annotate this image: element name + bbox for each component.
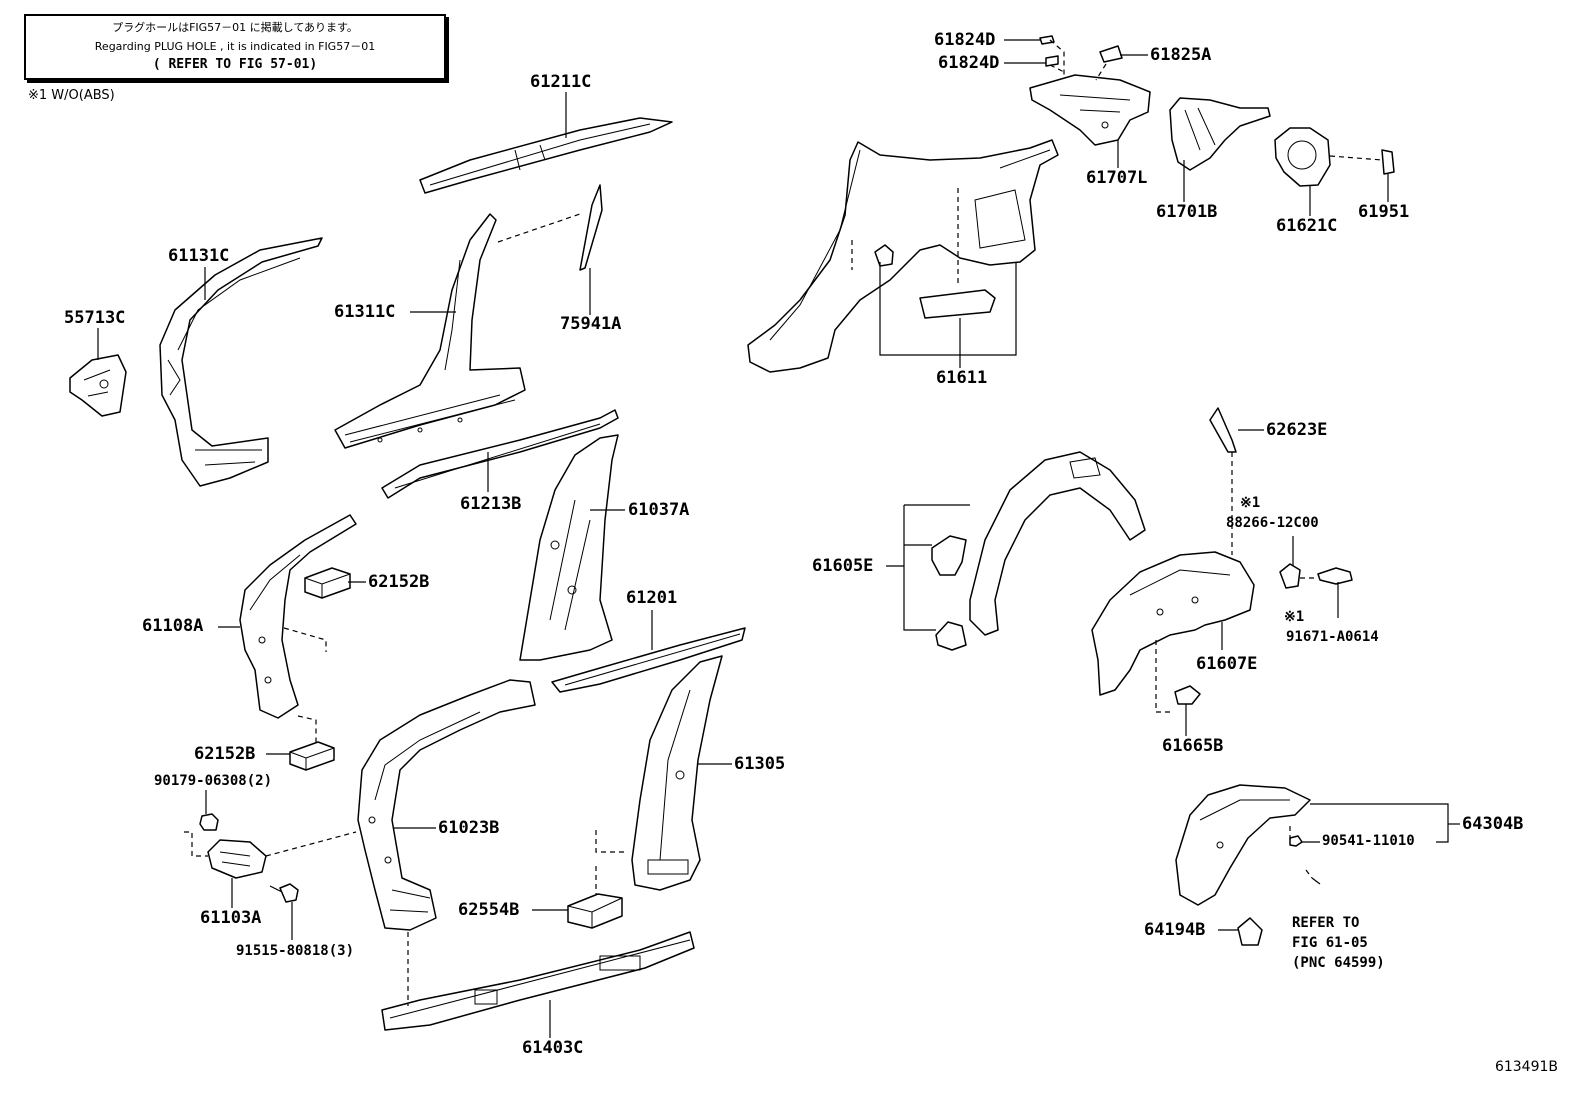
part-61213b-rail (381, 409, 619, 499)
reference-note-box: プラグホールはFIG57－01 に掲載してあります。 Regarding PLU… (24, 14, 446, 80)
part-61605e-bracket-1 (931, 535, 967, 576)
label-61305[interactable]: 61305 (734, 754, 786, 774)
label-61825a[interactable]: 61825A (1150, 45, 1212, 65)
label-75941a[interactable]: 75941A (560, 314, 622, 334)
part-91671-bolt (1317, 567, 1353, 585)
label-62623e[interactable]: 62623E (1266, 420, 1328, 440)
part-62152b-lower (289, 741, 335, 771)
part-61311c-pillar (334, 213, 526, 449)
note-line-refer: ( REFER TO FIG 57-01) (152, 57, 318, 72)
leader-lines (97, 39, 1460, 1038)
part-61201-rail (551, 627, 746, 693)
part-61305-pillar (631, 655, 723, 891)
part-64304b-bracket (1175, 784, 1311, 906)
figure-number: 613491B (1494, 1059, 1558, 1075)
part-61707l-extension (1029, 74, 1151, 146)
part-90179-nut (199, 813, 219, 831)
part-61621c-housing (1274, 127, 1331, 187)
label-62152b-upper[interactable]: 62152B (368, 572, 430, 592)
label-61213b[interactable]: 61213B (460, 494, 522, 514)
part-64194b-cap (1237, 917, 1263, 946)
label-91515-80818[interactable]: 91515-80818(3) (236, 943, 355, 959)
label-61311c[interactable]: 61311C (334, 302, 396, 322)
label-61824d-2[interactable]: 61824D (938, 53, 1000, 73)
label-64304b[interactable]: 64304B (1462, 814, 1524, 834)
part-61611-quarter-panel (747, 139, 1059, 373)
label-64194b[interactable]: 64194B (1144, 920, 1206, 940)
part-75941a-molding (579, 184, 603, 271)
label-62554b[interactable]: 62554B (458, 900, 520, 920)
part-88266-bracket (1279, 563, 1301, 589)
label-61403c[interactable]: 61403C (522, 1038, 584, 1058)
label-61201[interactable]: 61201 (626, 588, 678, 608)
label-61665b[interactable]: 61665B (1162, 736, 1224, 756)
part-62152b-upper (304, 567, 351, 599)
part-61131c-front-pillar (159, 237, 323, 487)
part-61605e-bracket-2 (935, 621, 967, 651)
part-61825a-seal (1099, 45, 1123, 63)
part-61607e-wheelhouse (1091, 551, 1255, 696)
part-61824d-seal-1 (1039, 35, 1055, 45)
part-61037a-pillar (519, 434, 619, 661)
label-61103a[interactable]: 61103A (200, 908, 262, 928)
part-55713c-bracket (69, 354, 127, 417)
label-91671-note-mark: ※1 (1284, 609, 1305, 625)
part-61611-plug (874, 244, 996, 319)
label-61611[interactable]: 61611 (936, 368, 988, 388)
label-61108a[interactable]: 61108A (142, 616, 204, 636)
dashed-guides (184, 39, 1383, 1006)
label-90541-11010[interactable]: 90541-11010 (1322, 833, 1415, 849)
footnote-abs: ※1 W/O(ABS) (28, 88, 115, 103)
label-61824d-1[interactable]: 61824D (934, 30, 996, 50)
note-line-english: Regarding PLUG HOLE , it is indicated in… (94, 40, 376, 53)
part-90541-nut (1289, 835, 1303, 847)
label-61211c[interactable]: 61211C (530, 72, 592, 92)
part-61023b-pillar (357, 679, 536, 931)
label-61131c[interactable]: 61131C (168, 246, 230, 266)
label-61605e[interactable]: 61605E (812, 556, 874, 576)
note-line-japanese: プラグホールはFIG57－01 に掲載してあります。 (112, 21, 358, 34)
part-61108a-panel (239, 514, 357, 719)
part-61665b-plug (1174, 685, 1201, 705)
refer-line-2[interactable]: FIG 61-05 (1292, 935, 1368, 951)
part-61824d-seal-2 (1045, 55, 1059, 67)
part-61211c-roof-rail (419, 117, 673, 194)
label-61037a[interactable]: 61037A (628, 500, 690, 520)
label-61701b[interactable]: 61701B (1156, 202, 1218, 222)
part-62554b-block (567, 893, 623, 929)
label-88266-note-mark: ※1 (1240, 495, 1261, 511)
label-61707l[interactable]: 61707L (1086, 168, 1148, 188)
label-90179-06308[interactable]: 90179-06308(2) (154, 773, 273, 789)
part-61103a-hinge (207, 839, 267, 879)
part-wheelhouse-outer (969, 451, 1146, 636)
label-61951[interactable]: 61951 (1358, 202, 1410, 222)
label-91671-a0614[interactable]: 91671-A0614 (1286, 629, 1379, 645)
label-88266-12c00[interactable]: 88266-12C00 (1226, 515, 1319, 531)
label-62152b-lower[interactable]: 62152B (194, 744, 256, 764)
label-61607e[interactable]: 61607E (1196, 654, 1258, 674)
refer-line-3: (PNC 64599) (1292, 955, 1385, 971)
part-62623e-seal (1209, 407, 1237, 453)
part-91515-bolt (269, 883, 299, 903)
part-61951-clip (1381, 149, 1395, 175)
part-61701b-panel (1169, 97, 1271, 171)
label-55713c[interactable]: 55713C (64, 308, 126, 328)
label-61621c[interactable]: 61621C (1276, 216, 1338, 236)
part-61403c-rocker (381, 931, 695, 1031)
label-61023b[interactable]: 61023B (438, 818, 500, 838)
refer-line-1: REFER TO (1292, 915, 1360, 931)
